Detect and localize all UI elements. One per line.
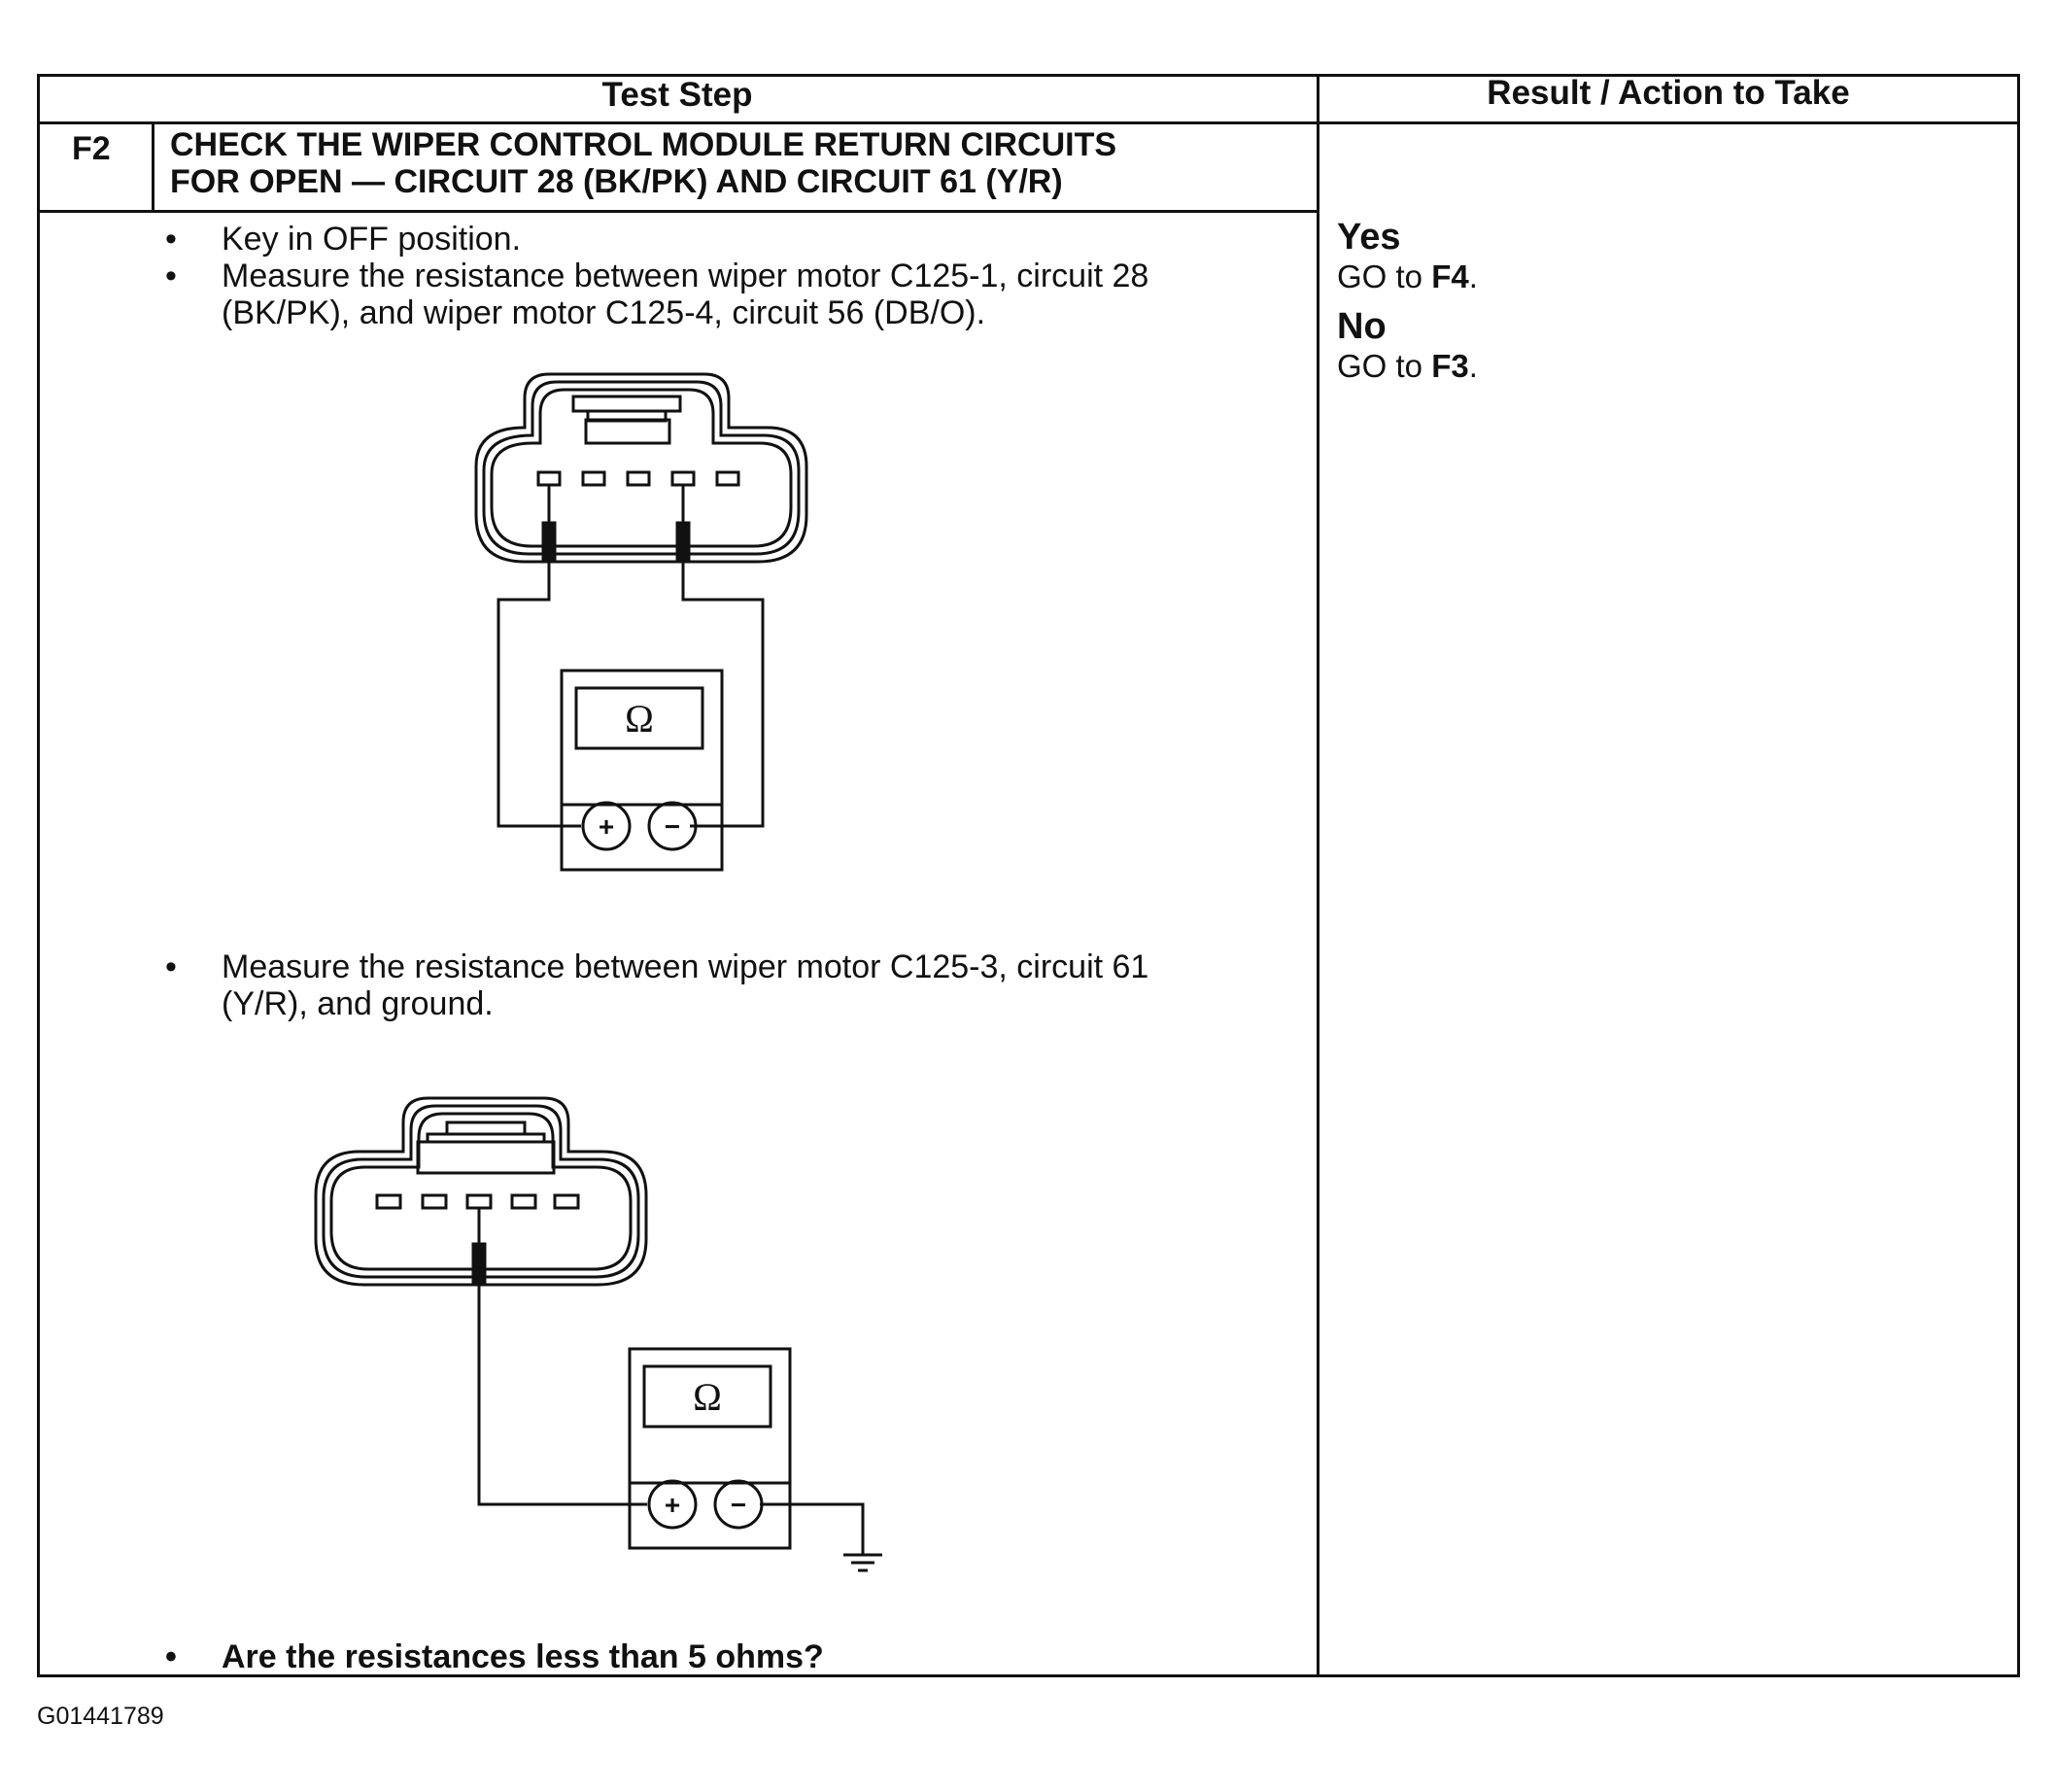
header-result-action: Result / Action to Take [1487, 74, 1850, 112]
result-yes-action: GO to F4. [1337, 258, 1478, 294]
header-divider [37, 121, 2020, 124]
connector-c125-diagram-2 [314, 1096, 648, 1287]
probe-diagram-2 [471, 1208, 487, 1287]
result-column: Yes GO to F4. No GO to F3. [1337, 216, 1478, 385]
plus-terminal-diagram-2: + [665, 1490, 680, 1520]
diagram-2 [314, 1096, 882, 1572]
bullet-measure-c125-1: •Measure the resistance between wiper mo… [165, 258, 1149, 331]
minus-terminal-diagram-2: − [731, 1490, 746, 1520]
bullet-group-2: •Measure the resistance between wiper mo… [165, 948, 1292, 1022]
lead-negative-diagram-1 [681, 562, 765, 828]
bullet-group-1: •Key in OFF position. •Measure the resis… [165, 221, 1292, 331]
minus-terminal-diagram-1: − [665, 811, 680, 842]
lead-ground-diagram-2 [760, 1502, 865, 1555]
step-title: CHECK THE WIPER CONTROL MODULE RETURN CI… [170, 126, 1117, 200]
ohmmeter-diagram-1 [560, 669, 724, 872]
bullet-dot: • [165, 221, 177, 258]
lead-positive-diagram-1 [497, 562, 581, 828]
bullet-measure-c125-3: •Measure the resistance between wiper mo… [165, 948, 1149, 1022]
column-divider [1317, 74, 1319, 1677]
step-id-divider [152, 122, 154, 212]
bullet-group-3: •Are the resistances less than 5 ohms? [165, 1638, 1292, 1675]
ohm-symbol-diagram-2: Ω [693, 1375, 722, 1419]
result-no-action: GO to F3. [1337, 348, 1478, 384]
bullet-key-off: •Key in OFF position. [165, 221, 522, 258]
diagram-1 [474, 372, 808, 872]
bullet-question: •Are the resistances less than 5 ohms? [165, 1638, 824, 1675]
figure-id: G01441789 [37, 1703, 164, 1730]
ohmmeter-diagram-2 [628, 1347, 792, 1550]
ground-icon [843, 1553, 882, 1572]
bullet-dot: • [165, 948, 177, 985]
test-step-table [37, 74, 2020, 1677]
result-yes-label: Yes [1337, 217, 1401, 258]
ohm-symbol-diagram-1: Ω [625, 697, 654, 741]
step-title-divider [37, 210, 1318, 213]
lead-positive-diagram-2 [477, 1285, 647, 1506]
bullet-dot: • [165, 1638, 177, 1675]
plus-terminal-diagram-1: + [599, 811, 614, 842]
connector-c125-diagram-1 [474, 372, 808, 564]
header-test-step: Test Step [601, 76, 753, 114]
result-no-label: No [1337, 306, 1387, 347]
probes-diagram-1 [541, 485, 691, 564]
step-id: F2 [72, 130, 111, 167]
bullet-dot: • [165, 258, 177, 294]
